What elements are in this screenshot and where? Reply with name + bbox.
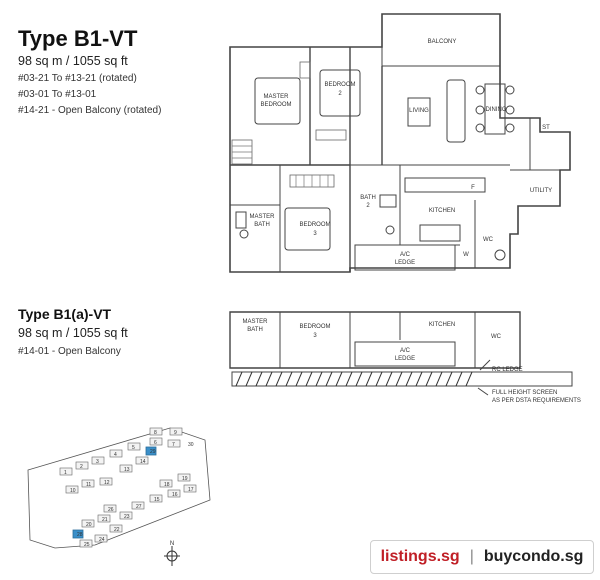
site-block-number: 29	[150, 449, 156, 455]
site-block-number: 23	[124, 514, 130, 520]
site-block-number: 2	[80, 464, 83, 470]
site-block-number: 24	[99, 537, 105, 543]
site-block-number: 3	[96, 459, 99, 465]
label-kitchen: KITCHEN	[429, 208, 455, 214]
north-arrow-icon	[164, 546, 180, 566]
label-b1a-master-bath-1: MASTER	[242, 319, 268, 325]
label-master-bath-1: MASTER	[249, 214, 275, 220]
label-master-bedroom-1: MASTER	[263, 94, 289, 100]
site-block-number: 7	[172, 442, 175, 448]
label-bedroom2-1: BEDROOM	[324, 82, 355, 88]
label-f: F	[471, 185, 475, 191]
bed-2	[319, 69, 361, 117]
site-block-number: 16	[172, 492, 178, 498]
dining-table	[484, 83, 506, 135]
site-block-number: 1	[64, 470, 67, 476]
site-separator: |	[469, 548, 474, 565]
label-full-height-screen-2: AS PER DSTA REQUIREMENTS	[492, 398, 581, 404]
label-bath2-2: 2	[366, 203, 370, 209]
site-block-number: 30	[188, 442, 194, 448]
balcony-area	[381, 13, 501, 67]
site-block-number: 27	[136, 504, 142, 510]
site-block-number: 9	[174, 430, 177, 436]
label-bedroom2-2: 2	[338, 91, 342, 97]
label-full-height-screen-1: FULL HEIGHT SCREEN	[492, 390, 557, 396]
type-b1-note-1: #03-21 To #13-21 (rotated)	[18, 73, 137, 84]
label-b1a-ac-ledge-1: A/C	[400, 348, 411, 354]
label-ac-ledge-1: A/C	[400, 252, 411, 258]
site-block-number: 28	[77, 532, 83, 538]
tv-console	[407, 97, 431, 127]
site-block-number: 22	[114, 527, 120, 533]
site-plan	[27, 427, 211, 549]
site-block-number: 5	[132, 445, 135, 451]
label-b1a-kitchen: KITCHEN	[429, 322, 455, 328]
site-block-number: 18	[164, 482, 170, 488]
type-b1-note-2: #03-01 To #13-01	[18, 89, 97, 100]
bed-3	[284, 207, 331, 251]
unit-b1a-outline	[229, 311, 521, 369]
site-block-number: 11	[86, 482, 91, 488]
type-b1a-size: 98 sq m / 1055 sq ft	[18, 326, 128, 340]
label-living: LIVING	[409, 108, 429, 114]
label-dining: DINING	[486, 107, 507, 113]
site-block-number: 4	[114, 452, 117, 458]
north-label: N	[170, 541, 174, 547]
type-b1-title: Type B1-VT	[18, 26, 138, 51]
site-block-number: 20	[86, 522, 92, 528]
site-link-buycondo[interactable]: buycondo.sg	[483, 548, 584, 565]
highlight-block-left	[72, 529, 84, 539]
type-b1-note-3: #14-21 - Open Balcony (rotated)	[18, 105, 162, 116]
site-block-number: 15	[154, 497, 160, 503]
label-bedroom3-2: 3	[313, 231, 317, 237]
type-b1a-note-1: #14-01 - Open Balcony	[18, 346, 121, 357]
label-b1a-ac-ledge-2: LEDGE	[395, 356, 415, 362]
label-st: ST	[542, 125, 550, 131]
label-rc-ledge: RC LEDGE	[492, 367, 523, 373]
label-b1a-master-bath-2: BATH	[247, 327, 263, 333]
label-w: W	[463, 252, 469, 258]
site-block-number: 21	[102, 517, 108, 523]
site-block-number: 25	[84, 542, 90, 548]
label-master-bath-2: BATH	[254, 222, 270, 228]
site-block-number: 10	[70, 488, 76, 494]
site-block-number: 19	[182, 476, 188, 482]
label-balcony: BALCONY	[428, 39, 457, 45]
branding-badge: listings.sg | buycondo.sg	[370, 540, 594, 574]
site-block-number: 13	[124, 467, 130, 473]
site-block-number: 26	[108, 507, 114, 513]
label-b1a-bedroom3-2: 3	[313, 333, 317, 339]
site-block-number: 14	[140, 459, 146, 465]
label-bath2-1: BATH	[360, 195, 376, 201]
type-b1-size: 98 sq m / 1055 sq ft	[18, 54, 128, 68]
type-b1a-title: Type B1(a)-VT	[18, 306, 112, 322]
label-wc: WC	[483, 237, 494, 243]
label-utility: UTILITY	[530, 188, 552, 194]
sofa	[446, 79, 466, 143]
label-master-bedroom-2: BEDROOM	[260, 102, 291, 108]
site-block-number: 12	[104, 480, 110, 486]
label-ac-ledge-2: LEDGE	[395, 260, 415, 266]
label-b1a-wc: WC	[491, 334, 502, 340]
label-b1a-bedroom3-1: BEDROOM	[299, 324, 330, 330]
label-bedroom3-1: BEDROOM	[299, 222, 330, 228]
site-block-number: 8	[154, 430, 157, 436]
site-block-number: 17	[188, 487, 194, 493]
site-link-listings[interactable]: listings.sg	[380, 548, 460, 565]
site-block-number: 6	[154, 440, 157, 446]
highlight-block-right	[145, 446, 157, 456]
master-bed	[254, 77, 301, 125]
